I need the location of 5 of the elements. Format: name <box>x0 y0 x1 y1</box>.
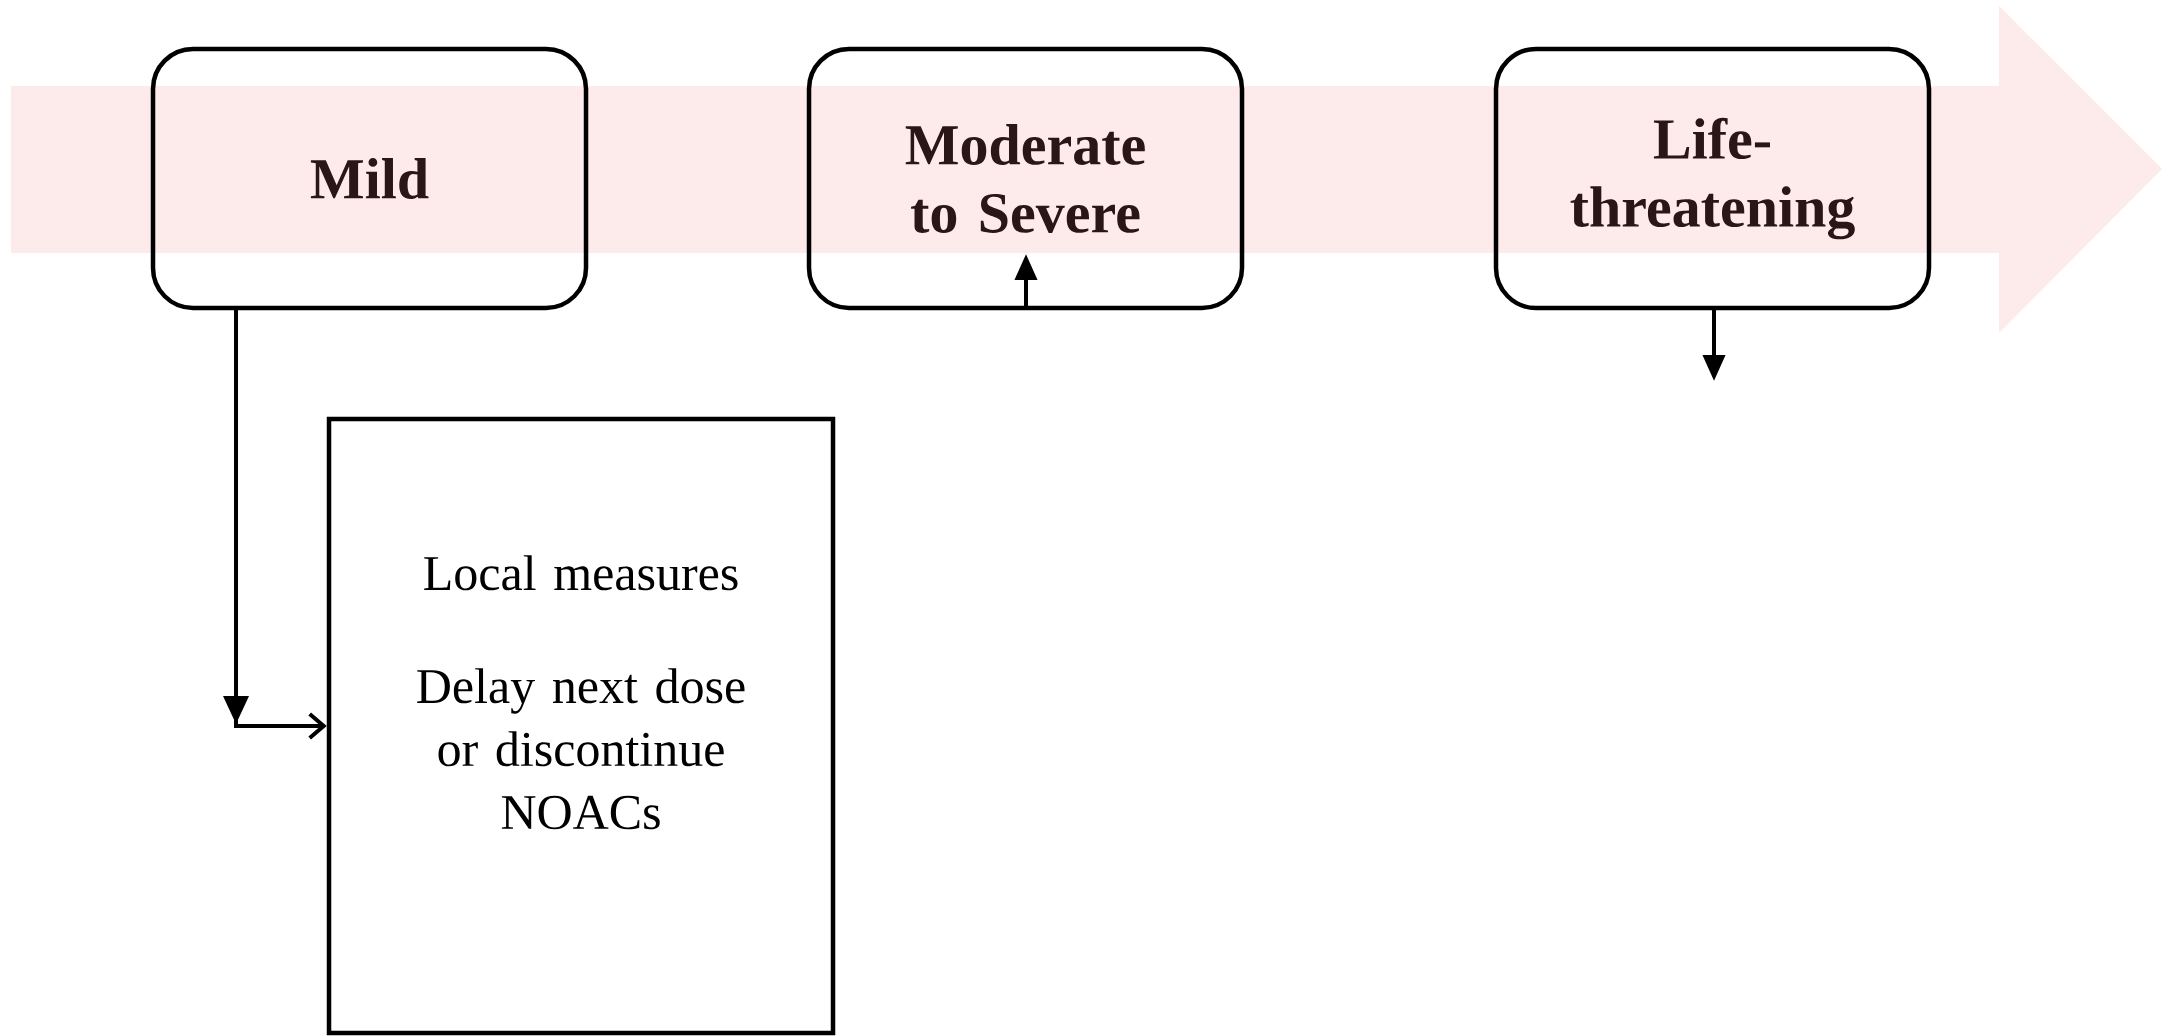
arrow <box>223 306 327 740</box>
stage-box: Mild <box>150 46 589 311</box>
action-box: Local measures Delay next dose or discontinue NOACs <box>326 416 836 1036</box>
stage-box: Moderate to Severe <box>806 46 1245 311</box>
stage-box: Life-threatening <box>1493 46 1932 311</box>
